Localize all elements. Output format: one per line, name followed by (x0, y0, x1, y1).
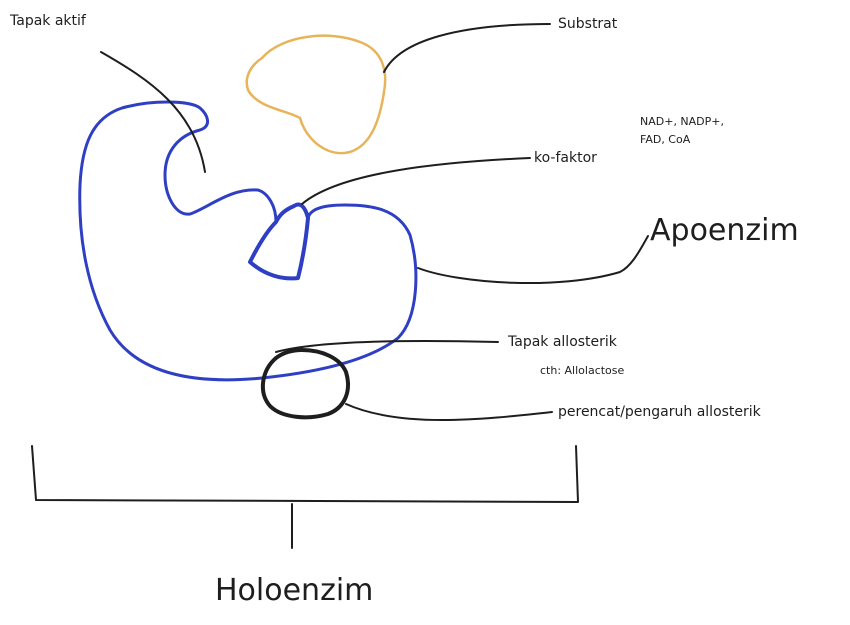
allosteric-site-label: Tapak allosterik (507, 334, 618, 350)
holoenzyme-bracket (31, 445, 579, 549)
cofactor-label: ko-faktor (534, 150, 597, 166)
cofactor-leader (301, 157, 531, 205)
cofactor-examples-line2: FAD, CoA (640, 133, 691, 146)
allosteric-effector-shape (260, 348, 350, 420)
allosteric-example-label: cth: Allolactose (540, 364, 625, 377)
allosteric-effector-label: perencat/pengaruh allosterik (558, 404, 762, 420)
holoenzyme-label: Holoenzim (215, 573, 373, 608)
allosteric-effector-leader (345, 403, 553, 421)
substrate-leader (383, 23, 551, 73)
substrate-label: Substrat (558, 16, 618, 32)
apoenzyme-leader (417, 235, 649, 284)
cofactor-shape (248, 202, 310, 281)
apoenzyme-shape (78, 100, 418, 382)
active-site-label: Tapak aktif (9, 13, 87, 29)
allosteric-site-leader (275, 340, 499, 353)
active-site-leader (100, 51, 206, 173)
apoenzyme-label: Apoenzim (650, 213, 799, 248)
cofactor-examples-line1: NAD+, NADP+, (640, 115, 724, 128)
substrate-shape (245, 34, 387, 155)
